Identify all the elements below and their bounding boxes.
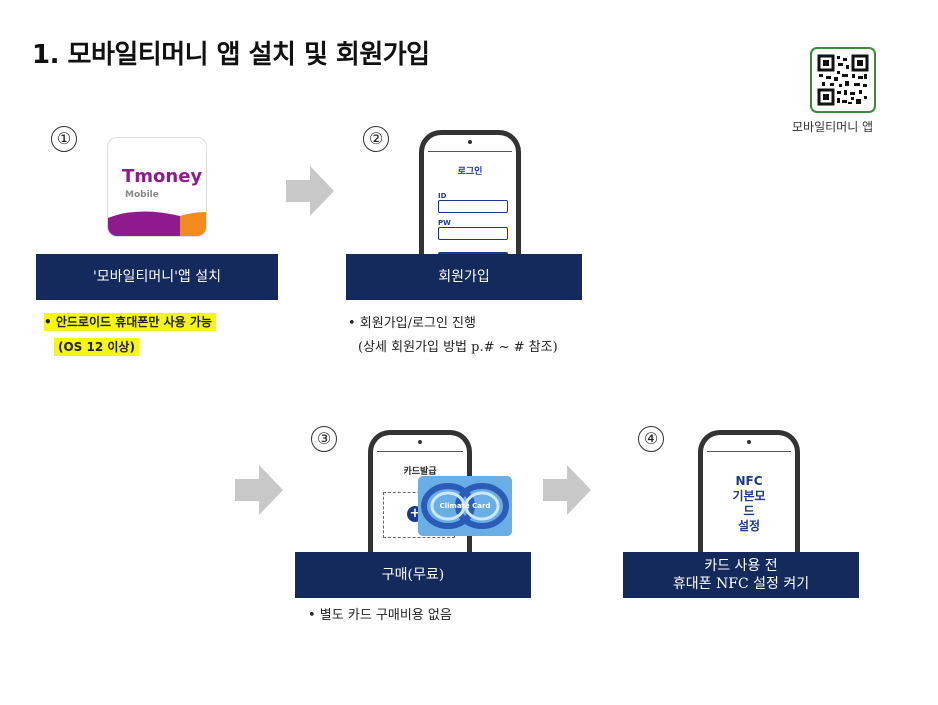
step-2-note-1: • 회원가입/로그인 진행 [348,316,476,331]
nfc-line-2: 기본모 [732,489,766,503]
nfc-line-4: 설정 [737,519,761,533]
page-title: 1. 모바일티머니 앱 설치 및 회원가입 [32,40,430,70]
qr-code-icon [810,47,876,113]
step-2-number: ② [363,126,389,152]
step-3-label: 구매(무료) [295,552,531,598]
phone-nfc-mockup: NFC 기본모 드 설정 [698,430,800,559]
step-4-number: ④ [638,426,664,452]
step-3-number: ③ [311,426,337,452]
arrow-right-icon [286,166,334,216]
nfc-line-1: NFC [735,474,763,488]
card-issue-title: 카드발급 [403,467,437,477]
step-3-note-1: • 별도 카드 구매비용 없음 [308,608,452,623]
arrow-right-icon [235,465,283,515]
nfc-line-3: 드 [743,504,755,518]
nfc-instructions: NFC 기본모 드 설정 [707,474,791,534]
phone-login-mockup: 로그인 ID PW [419,130,521,262]
step-2-label: 회원가입 [346,254,582,300]
tmoney-app-icon: Tmoney Mobile [107,137,207,237]
step-1-notes: • 안드로이드 휴대폰만 사용 가능 (OS 12 이상) [44,310,216,360]
tmoney-sub: Mobile [125,190,159,200]
tmoney-brand: Tmoney [122,166,203,187]
login-title: 로그인 [457,167,483,177]
step-1-number: ① [51,126,77,152]
step-4-label-line-2: 휴대폰 NFC 설정 켜기 [672,576,810,592]
pw-label: PW [438,219,451,227]
step-1-note-2: (OS 12 이상) [54,338,139,356]
climate-card-image: Climate Card [418,476,512,536]
arrow-right-icon [543,465,591,515]
step-2-notes: • 회원가입/로그인 진행 (상세 회원가입 방법 p.# ~ # 참조) [348,312,558,360]
step-4-label-line-1: 카드 사용 전 [704,558,778,574]
step-1-label: '모바일티머니'앱 설치 [36,254,278,300]
id-field [438,200,508,213]
qr-label: 모바일티머니 앱 [792,120,874,134]
step-2-note-2: (상세 회원가입 방법 p.# ~ # 참조) [358,340,558,355]
card-text: Climate Card [439,502,491,510]
step-1-note-1: • 안드로이드 휴대폰만 사용 가능 [44,313,216,331]
step-4-label: 카드 사용 전 휴대폰 NFC 설정 켜기 [623,552,859,598]
id-label: ID [438,192,447,200]
step-3-notes: • 별도 카드 구매비용 없음 [308,604,452,628]
pw-field [438,227,508,240]
